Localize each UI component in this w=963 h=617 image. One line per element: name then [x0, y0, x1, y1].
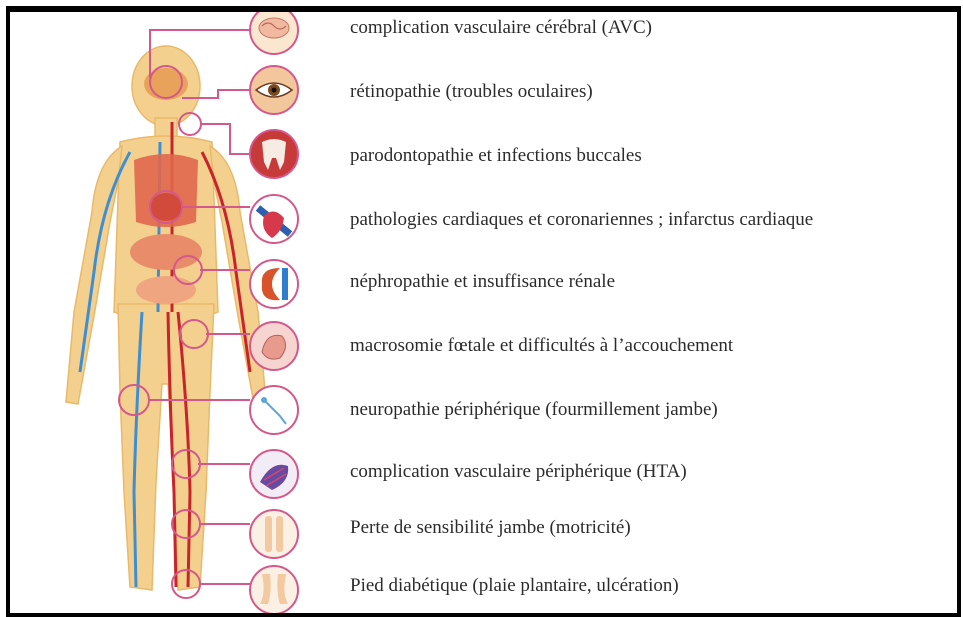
feet-icon [250, 566, 298, 613]
eye-icon [250, 66, 298, 114]
label-neuropathy: neuropathie périphérique (fourmillement … [350, 396, 718, 424]
label-nephropathy: néphropathie et insuffisance rénale [350, 268, 615, 296]
label-avc: complication vasculaire cérébral (AVC) [350, 14, 652, 42]
diagram-frame: complication vasculaire cérébral (AVC) r… [6, 6, 961, 617]
label-diabetic-foot: Pied diabétique (plaie plantaire, ulcéra… [350, 572, 679, 600]
tooth-icon [250, 130, 298, 178]
legs-icon [250, 510, 298, 558]
fetus-icon [250, 322, 298, 370]
label-vascular: complication vasculaire périphérique (HT… [350, 458, 687, 486]
label-cardiac: pathologies cardiaques et coronariennes … [350, 206, 813, 234]
blood-vessel-icon [250, 450, 298, 498]
label-retinopathy: rétinopathie (troubles oculaires) [350, 78, 593, 106]
kidney-icon [250, 260, 298, 308]
nerve-icon [250, 386, 298, 434]
label-sensitivity: Perte de sensibilité jambe (motricité) [350, 514, 631, 542]
heart-icon [250, 195, 298, 243]
brain-icon [250, 12, 298, 54]
label-macrosomia: macrosomie fœtale et difficultés à l’acc… [350, 332, 733, 360]
label-periodontal: parodontopathie et infections buccales [350, 142, 642, 170]
body-silhouette [66, 46, 266, 590]
